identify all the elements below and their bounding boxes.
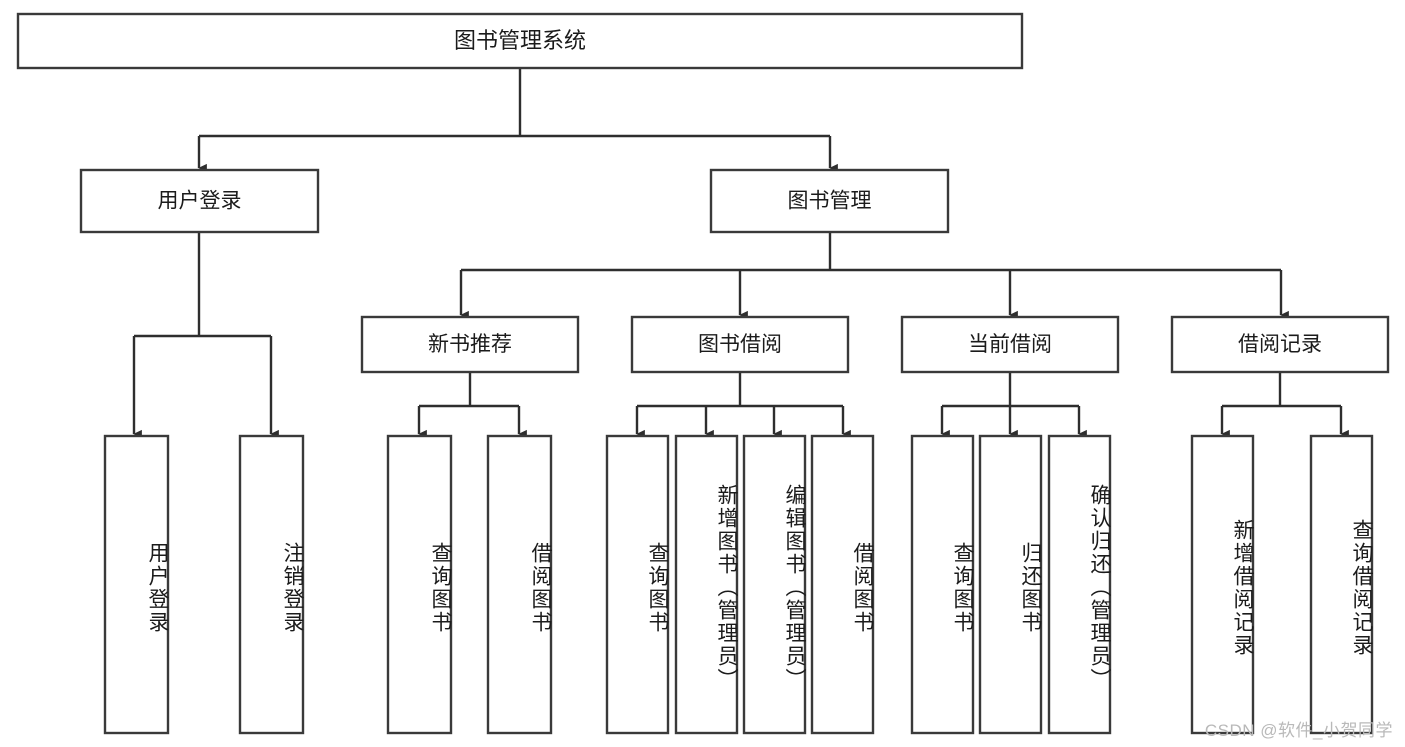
watermark-text: CSDN @软件_小贺同学 <box>1204 721 1393 740</box>
node-leaf-12[interactable] <box>1309 434 1374 735</box>
node-level2-label-1: 图书管理 <box>788 190 872 213</box>
node-level2-0[interactable] <box>79 168 320 234</box>
node-level3-label-0: 新书推荐 <box>428 333 512 356</box>
node-root[interactable] <box>16 12 1024 70</box>
node-level3-0[interactable] <box>360 315 580 374</box>
node-level3-label-1: 图书借阅 <box>698 333 782 356</box>
node-leaf-7[interactable] <box>810 434 875 735</box>
node-leaf-4[interactable] <box>605 434 670 735</box>
connector-layer <box>132 68 1349 439</box>
node-leaf-9[interactable] <box>978 434 1043 735</box>
node-level3-2[interactable] <box>900 315 1120 374</box>
node-leaf-10[interactable] <box>1047 434 1112 735</box>
node-leaf-2[interactable] <box>386 434 453 735</box>
node-level3-label-2: 当前借阅 <box>968 333 1052 356</box>
node-leaf-3[interactable] <box>486 434 553 735</box>
node-level3-1[interactable] <box>630 315 850 374</box>
node-level2-label-0: 用户登录 <box>158 190 242 213</box>
node-leaf-1[interactable] <box>238 434 305 735</box>
node-leaf-11[interactable] <box>1190 434 1255 735</box>
node-leaf-5[interactable] <box>674 434 739 735</box>
node-level2-1[interactable] <box>709 168 950 234</box>
node-leaf-8[interactable] <box>910 434 975 735</box>
node-leaf-0[interactable] <box>103 434 170 735</box>
node-leaf-6[interactable] <box>742 434 807 735</box>
node-level3-3[interactable] <box>1170 315 1390 374</box>
node-root-label: 图书管理系统 <box>454 28 586 53</box>
node-level3-label-3: 借阅记录 <box>1238 333 1322 356</box>
